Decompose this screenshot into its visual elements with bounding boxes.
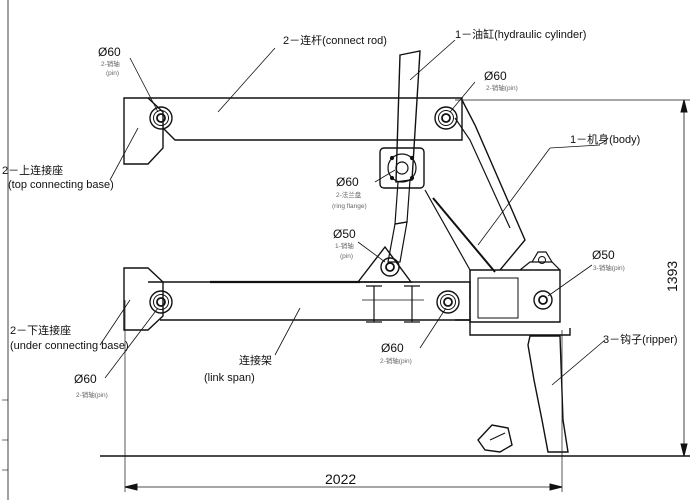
- dimension-height-text: 1393: [664, 261, 680, 292]
- pin-bottom-left: [149, 290, 173, 314]
- callout-right-dia: Ø50: [592, 248, 615, 262]
- connect-rod: [148, 97, 463, 141]
- under-connecting-base: [123, 267, 164, 331]
- label-body: 1－机身(body): [570, 132, 640, 146]
- callout-bm-dia: Ø60: [381, 341, 404, 355]
- label-top-base-cn: 2－上连接座: [2, 163, 63, 177]
- lower-body-link: [455, 319, 571, 336]
- ring-flange: [379, 147, 425, 189]
- i-beam: [362, 285, 424, 323]
- label-link-span-en: (link span): [204, 372, 255, 384]
- pin-top-right: [434, 106, 458, 130]
- callout-right-sub1: 3-销轴(pin): [593, 263, 625, 272]
- link-span: [148, 281, 471, 321]
- pin-right: [533, 290, 553, 310]
- dimension-1393: [680, 99, 688, 457]
- labels: 2－连杆(connect rod) 1－油缸(hydraulic cylinde…: [2, 27, 680, 487]
- callout-flange-dia: Ø60: [336, 175, 359, 189]
- label-under-base-en: (under connecting base): [10, 340, 129, 352]
- dimension-width-text: 2022: [325, 471, 356, 487]
- pin-top-left: [149, 106, 173, 130]
- label-top-base-en: (top connecting base): [8, 179, 114, 191]
- callout-mid-sub1: 1-销轴: [335, 241, 354, 250]
- label-ripper: 3－钩子(ripper): [603, 332, 678, 346]
- callout-tr-sub1: 2-销轴(pin): [486, 83, 518, 92]
- label-hydraulic-cylinder: 1－油缸(hydraulic cylinder): [455, 27, 586, 41]
- pin-middle: [380, 257, 400, 277]
- ripper-shank: [527, 335, 569, 453]
- dimension-2022: [124, 483, 563, 491]
- callout-tl-dia: Ø60: [98, 45, 121, 59]
- label-connect-rod: 2－连杆(connect rod): [283, 33, 387, 47]
- callout-flange-sub1: 2-法兰盘: [336, 190, 362, 199]
- cylinder-lug: [356, 245, 413, 283]
- callout-tr-dia: Ø60: [484, 69, 507, 83]
- label-under-base-cn: 2－下连接座: [10, 323, 71, 337]
- callout-mid-dia: Ø50: [333, 227, 356, 241]
- callout-mid-sub2: (pin): [340, 253, 353, 260]
- machine-body: [424, 99, 561, 323]
- callout-bm-sub1: 2-销轴(pin): [380, 356, 412, 365]
- leader-lines: [99, 39, 606, 386]
- callout-tl-sub1: 2-销轴: [101, 59, 120, 68]
- ripper-tooth: [477, 424, 513, 453]
- pin-bottom-middle: [436, 290, 460, 314]
- callout-flange-sub2: (ring flange): [332, 203, 367, 210]
- callout-bl-dia: Ø60: [74, 372, 97, 386]
- callout-bl-sub1: 2-销轴(pin): [76, 390, 108, 399]
- label-link-span-cn: 连接架: [239, 354, 272, 367]
- callout-tl-sub2: (pin): [106, 70, 119, 77]
